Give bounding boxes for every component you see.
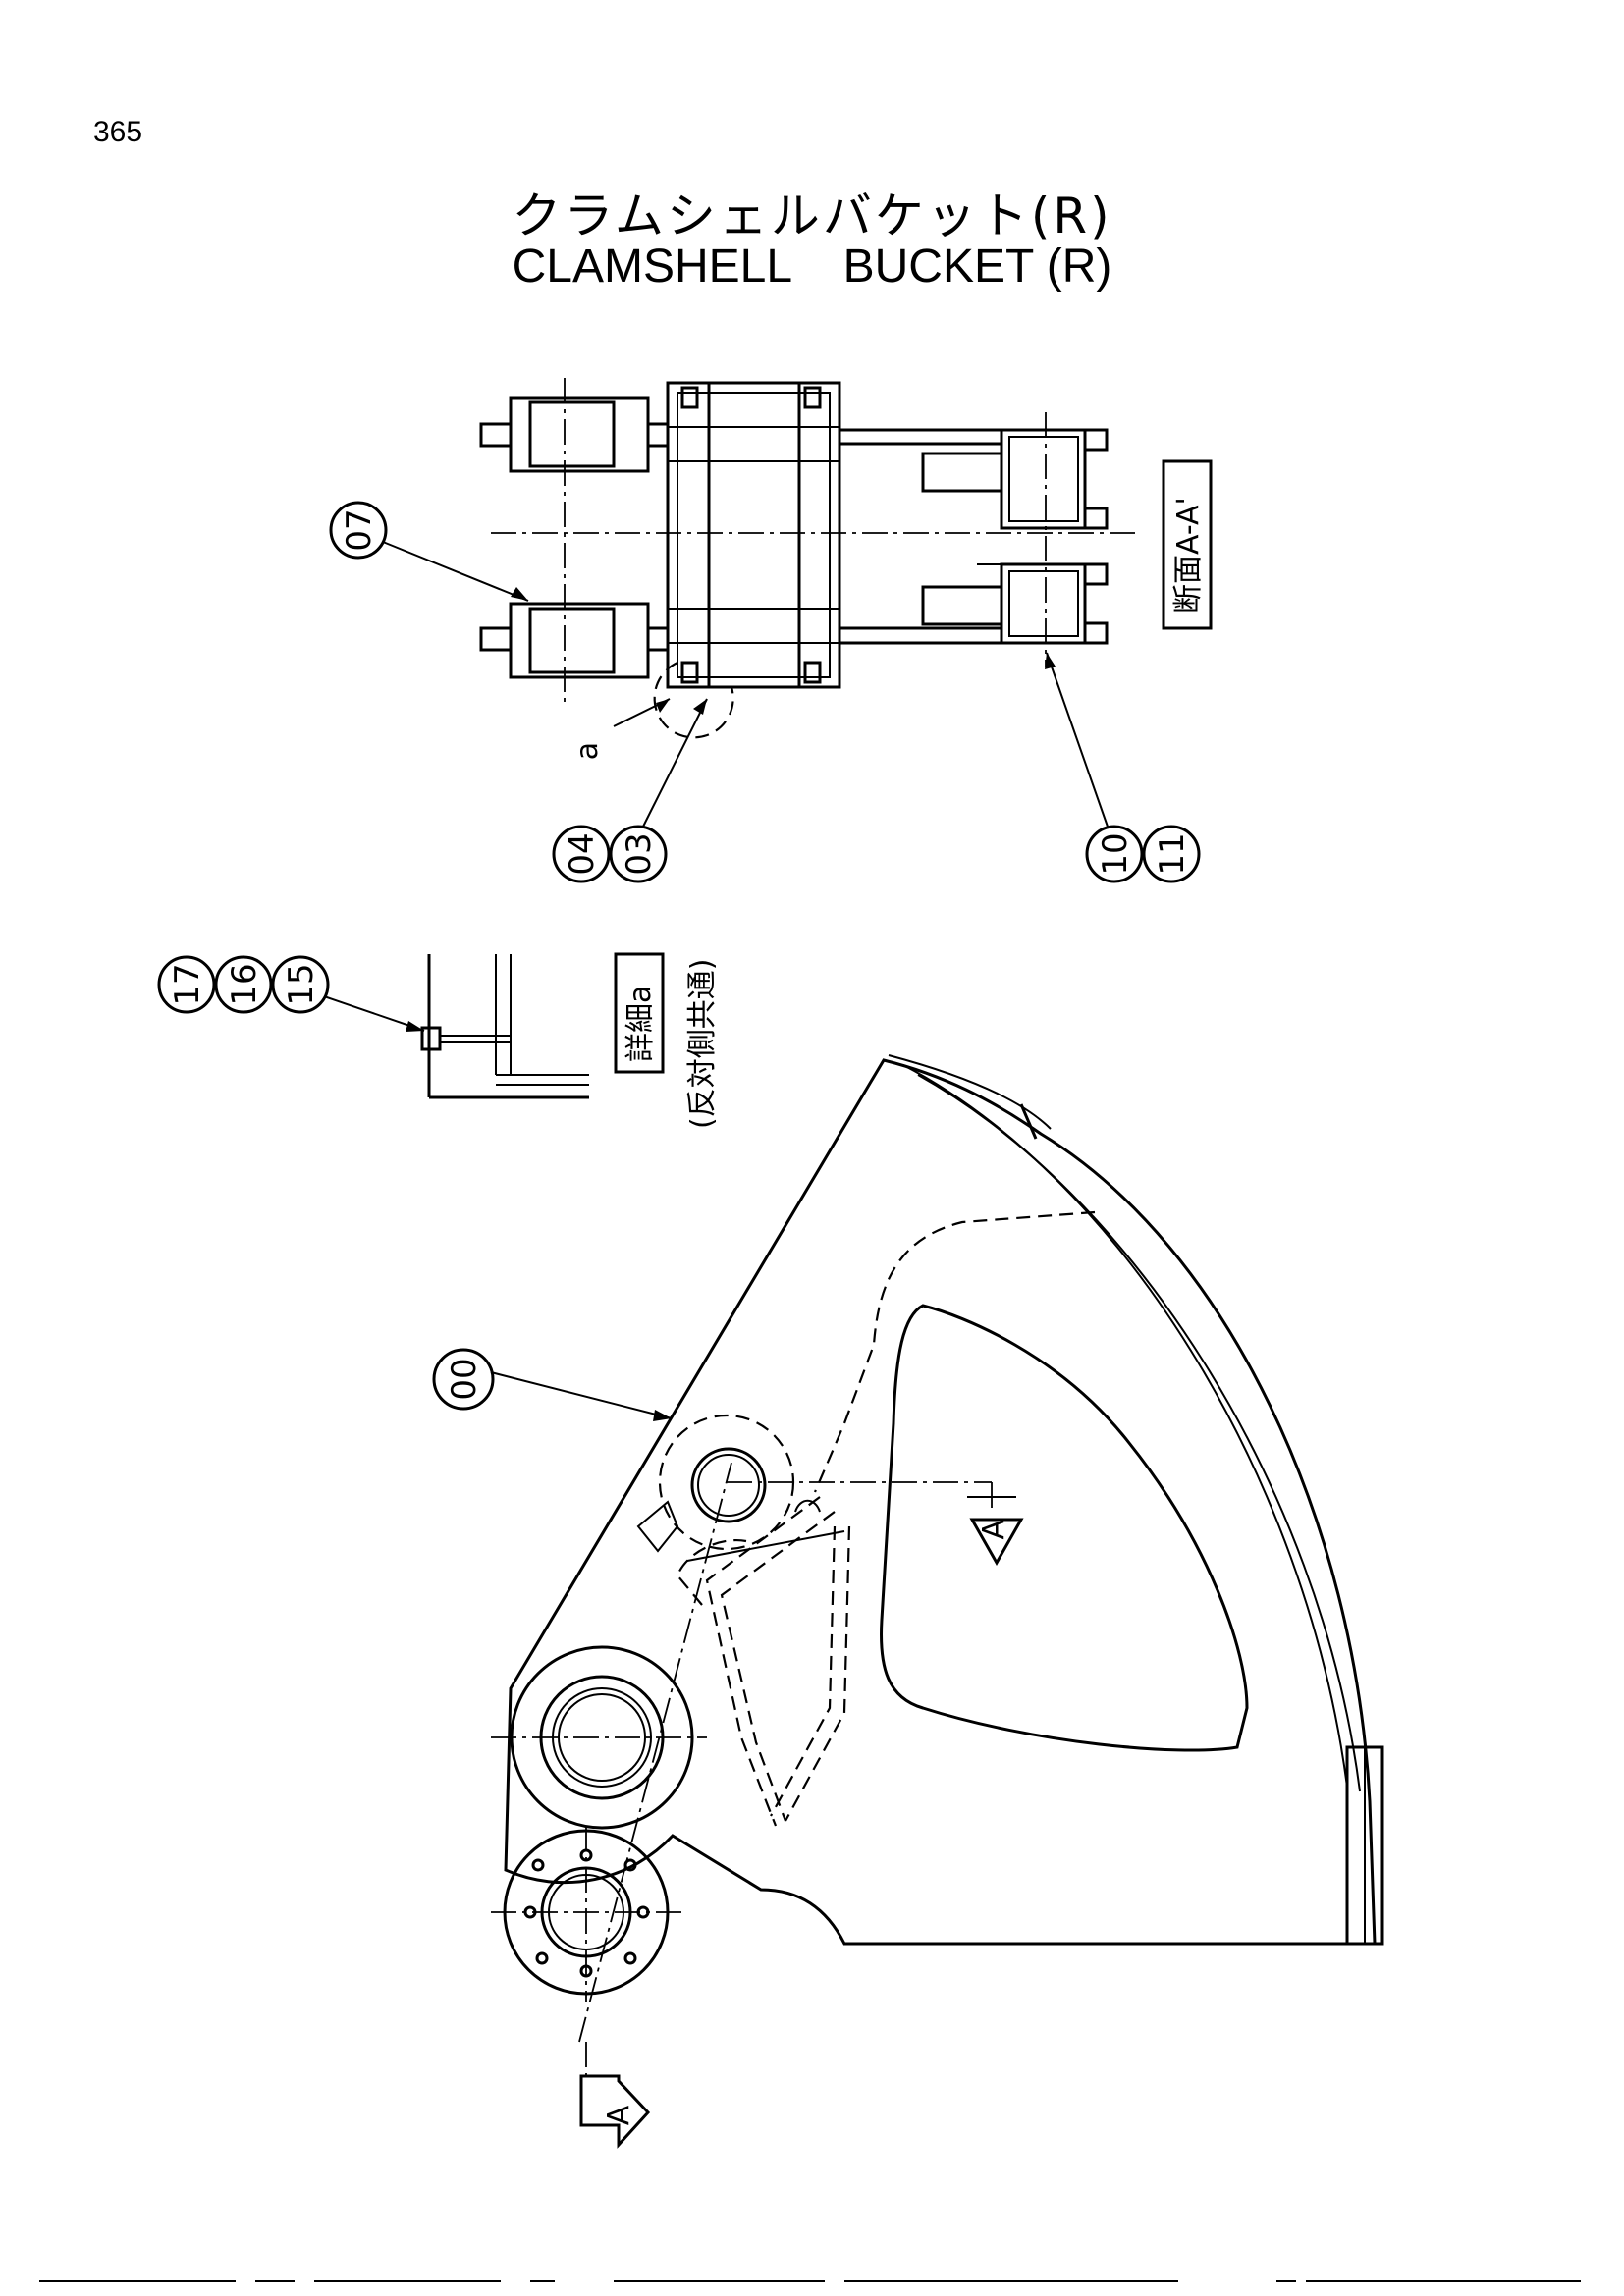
svg-text:04: 04	[563, 832, 602, 875]
svg-text:03: 03	[620, 832, 659, 875]
svg-text:10: 10	[1096, 832, 1135, 875]
svg-text:a: a	[570, 742, 605, 760]
detail-a-view	[420, 954, 589, 1099]
svg-text:17: 17	[168, 963, 207, 1005]
callout-17-16-15: 17 16 15	[157, 955, 425, 1032]
detail-note-text: (反対側共通)	[685, 959, 720, 1129]
svg-text:16: 16	[225, 963, 264, 1005]
section-arrow-a-bottom: A	[579, 2074, 651, 2149]
section-label: 断面A-A'	[1162, 459, 1213, 630]
detail-label: 詳細a (反対側共通)	[614, 952, 720, 1129]
title-japanese: クラムシェルバケット(R)	[512, 187, 1112, 244]
detail-marker-a: a	[570, 698, 671, 760]
section-arrow-a-right: A	[967, 1496, 1024, 1567]
detail-label-text: 詳細a	[623, 986, 658, 1062]
page-number: 365	[93, 116, 143, 148]
callout-04-03: 04 03	[552, 698, 708, 883]
svg-text:11: 11	[1153, 832, 1192, 875]
svg-text:07: 07	[340, 508, 379, 551]
svg-text:A: A	[977, 1520, 1011, 1540]
section-label-text: 断面A-A'	[1171, 497, 1206, 614]
svg-text:15: 15	[282, 963, 321, 1005]
section-view	[479, 378, 1139, 739]
svg-text:A: A	[602, 2105, 636, 2125]
callout-10-11: 10 11	[1045, 652, 1201, 883]
bucket-side-view	[491, 1054, 1384, 2081]
svg-text:00: 00	[445, 1358, 484, 1400]
title-english: CLAMSHELL BUCKET (R)	[512, 240, 1112, 293]
callout-00: 00	[432, 1348, 673, 1421]
callout-07: 07	[329, 501, 529, 602]
